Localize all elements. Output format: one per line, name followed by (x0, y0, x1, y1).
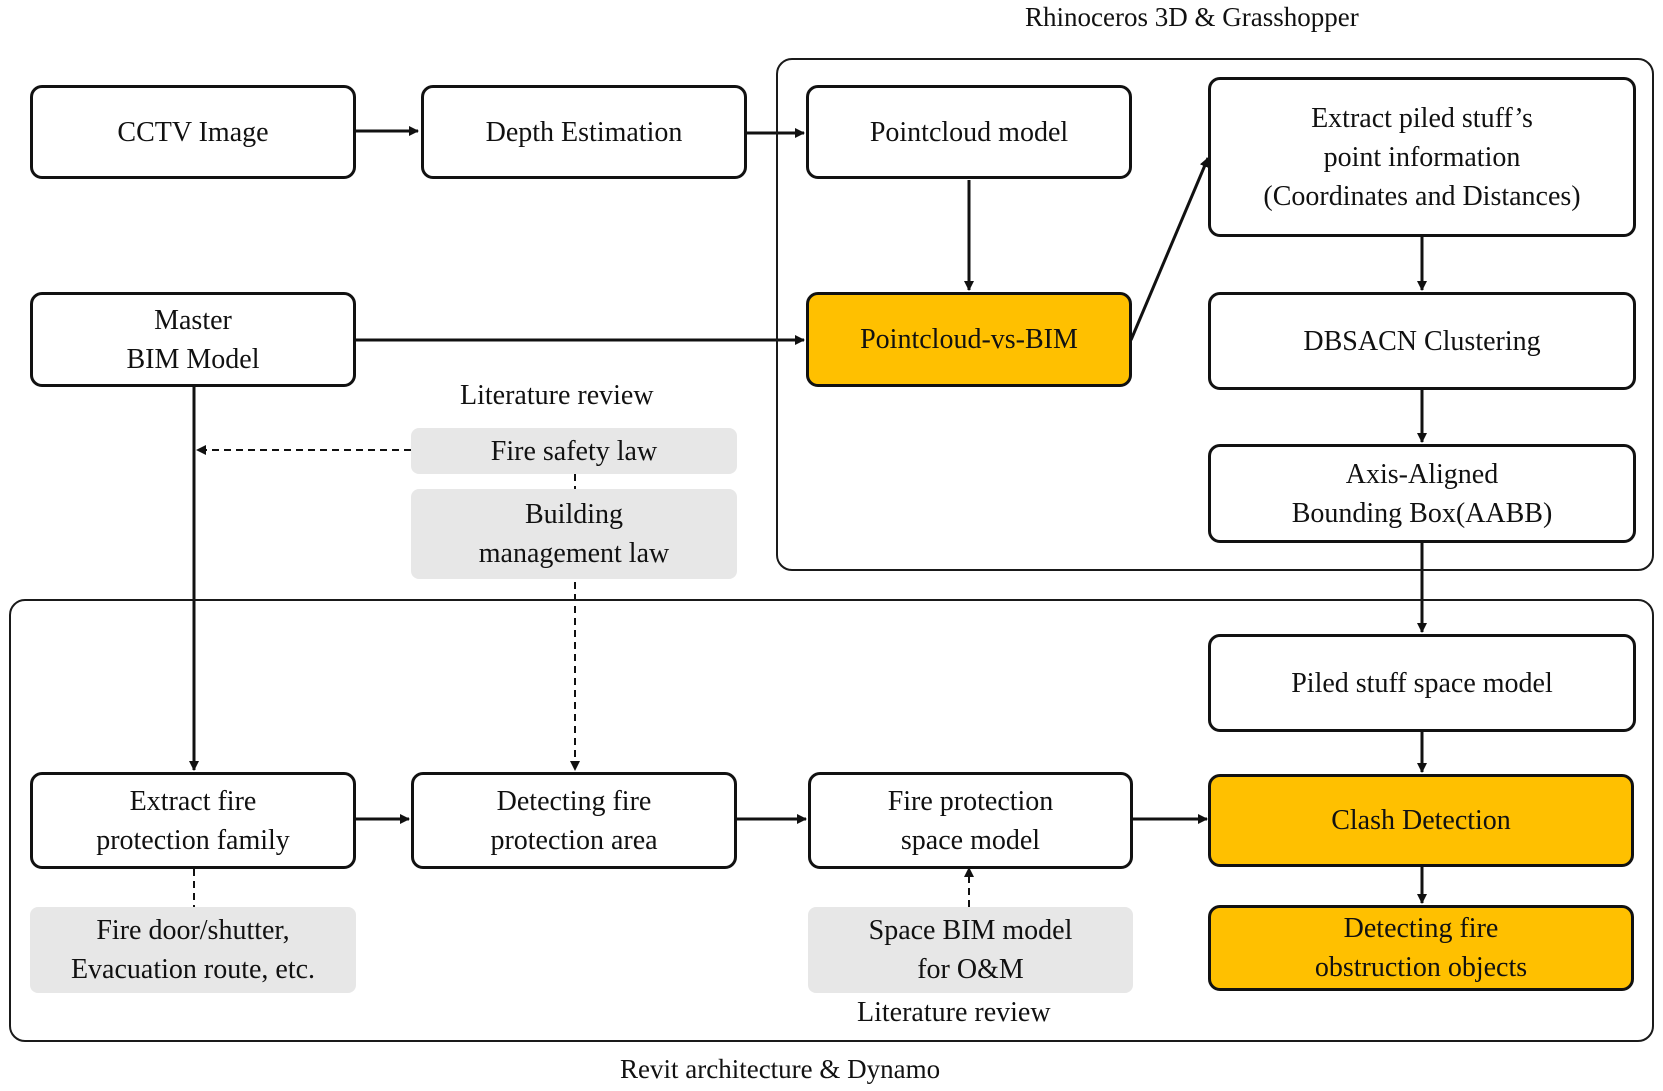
ref-building-management-law: Building management law (411, 489, 737, 579)
ref-fire-safety-law: Fire safety law (411, 428, 737, 474)
group-label-revit: Revit architecture & Dynamo (620, 1054, 941, 1084)
ref-space-bim-model: Space BIM model for O&M (808, 907, 1133, 993)
caption-literature-review-top: Literature review (460, 380, 654, 411)
ref-fire-door-shutter: Fire door/shutter, Evacuation route, etc… (30, 907, 356, 993)
group-frame-rhino (776, 58, 1654, 571)
group-label-rhino: Rhinoceros 3D & Grasshopper (1025, 2, 1359, 32)
node-dbscan-clustering: DBSACN Clustering (1208, 292, 1636, 390)
node-cctv-image: CCTV Image (30, 85, 356, 179)
caption-literature-review-bottom: Literature review (857, 997, 1051, 1028)
arrow-pcvsbim-to-extract (1129, 157, 1210, 341)
node-detecting-obstruction-objects: Detecting fire obstruction objects (1208, 905, 1634, 991)
node-piled-stuff-space-model: Piled stuff space model (1208, 634, 1636, 732)
node-master-bim-model: Master BIM Model (30, 292, 356, 387)
node-detecting-fire-protection-area: Detecting fire protection area (411, 772, 737, 869)
node-depth-estimation: Depth Estimation (421, 85, 747, 179)
node-aabb: Axis-Aligned Bounding Box(AABB) (1208, 444, 1636, 543)
node-extract-fire-protection-family: Extract fire protection family (30, 772, 356, 869)
node-clash-detection: Clash Detection (1208, 774, 1634, 867)
group-frame-revit (9, 599, 1654, 1042)
node-fire-protection-space-model: Fire protection space model (808, 772, 1133, 869)
node-extract-point-info: Extract piled stuff’s point information … (1208, 77, 1636, 237)
node-pointcloud-vs-bim: Pointcloud-vs-BIM (806, 292, 1132, 387)
node-pointcloud-model: Pointcloud model (806, 85, 1132, 179)
